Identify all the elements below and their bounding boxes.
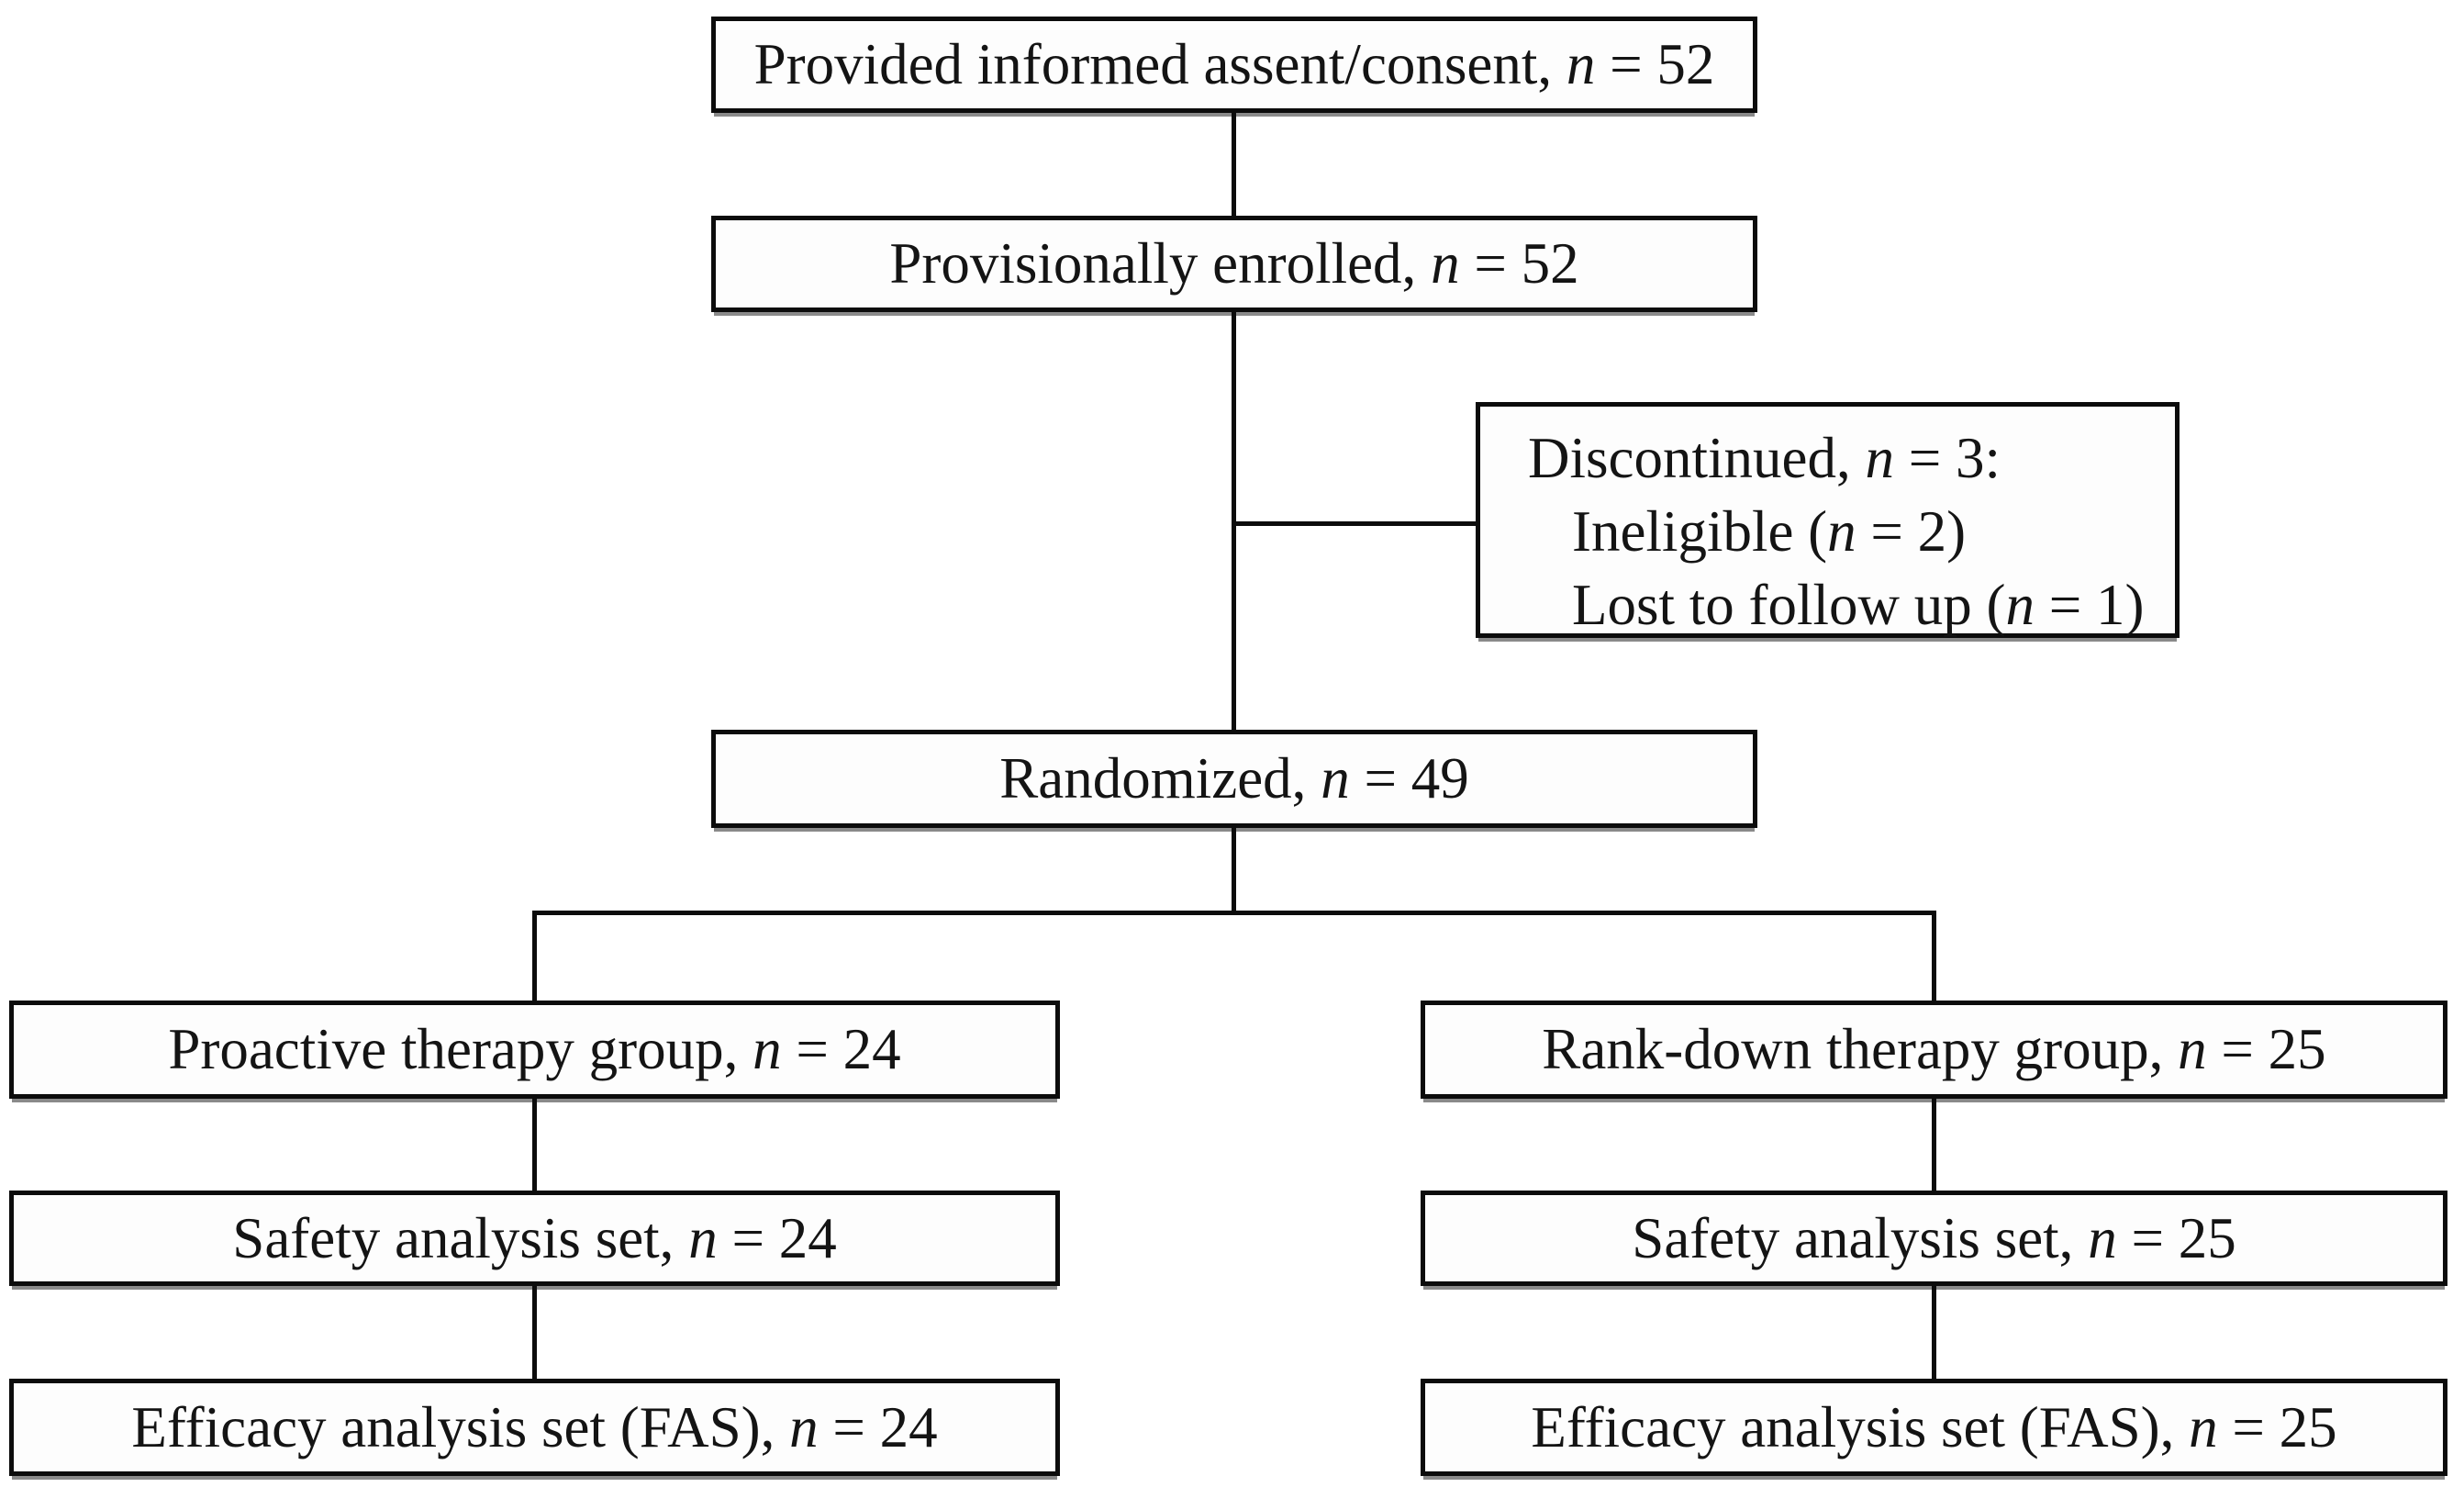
discontinued-reason-ineligible: Ineligible (n = 2) xyxy=(1572,499,1967,564)
connector-discontinued-branch xyxy=(1234,521,1476,526)
connector-proactive-safety xyxy=(532,1099,537,1191)
discontinued-box: Discontinued, n = 3: Ineligible (n = 2) … xyxy=(1476,402,2180,638)
rankdown-efficacy-box: Efficacy analysis set (FAS), n = 25 xyxy=(1421,1379,2447,1476)
discontinued-title: Discontinued, n = 3: xyxy=(1528,426,2001,490)
connector-split-proactive xyxy=(532,911,537,1001)
connector-split-rankdown xyxy=(1932,911,1936,1001)
rankdown-safety-label: Safety analysis set, n = 25 xyxy=(1632,1205,2236,1270)
proactive-group-box: Proactive therapy group, n = 24 xyxy=(9,1001,1060,1099)
rankdown-safety-box: Safety analysis set, n = 25 xyxy=(1421,1191,2447,1286)
enrolled-label: Provisionally enrolled, n = 52 xyxy=(889,231,1579,296)
rankdown-efficacy-label: Efficacy analysis set (FAS), n = 25 xyxy=(1531,1394,2337,1459)
rankdown-group-label: Rank-down therapy group, n = 25 xyxy=(1542,1017,2326,1081)
proactive-safety-label: Safety analysis set, n = 24 xyxy=(232,1205,837,1270)
randomized-label: Randomized, n = 49 xyxy=(999,746,1469,811)
connector-rankdown-safety xyxy=(1932,1099,1936,1191)
consent-box: Provided informed assent/consent, n = 52 xyxy=(711,17,1757,113)
proactive-safety-box: Safety analysis set, n = 24 xyxy=(9,1191,1060,1286)
consent-label: Provided informed assent/consent, n = 52 xyxy=(753,32,1715,96)
connector-enrolled-randomized xyxy=(1232,312,1236,730)
connector-randomized-split xyxy=(1232,828,1236,912)
rankdown-group-box: Rank-down therapy group, n = 25 xyxy=(1421,1001,2447,1099)
proactive-efficacy-box: Efficacy analysis set (FAS), n = 24 xyxy=(9,1379,1060,1476)
proactive-group-label: Proactive therapy group, n = 24 xyxy=(168,1017,901,1081)
randomized-box: Randomized, n = 49 xyxy=(711,730,1757,828)
connector-proactive-efficacy xyxy=(532,1286,537,1379)
discontinued-reason-lost-to-follow-up: Lost to follow up (n = 1) xyxy=(1572,573,2145,637)
connector-rankdown-efficacy xyxy=(1932,1286,1936,1379)
enrolled-box: Provisionally enrolled, n = 52 xyxy=(711,216,1757,312)
proactive-efficacy-label: Efficacy analysis set (FAS), n = 24 xyxy=(131,1394,938,1459)
split-bar xyxy=(532,911,1936,915)
connector-consent-enrolled xyxy=(1232,113,1236,216)
